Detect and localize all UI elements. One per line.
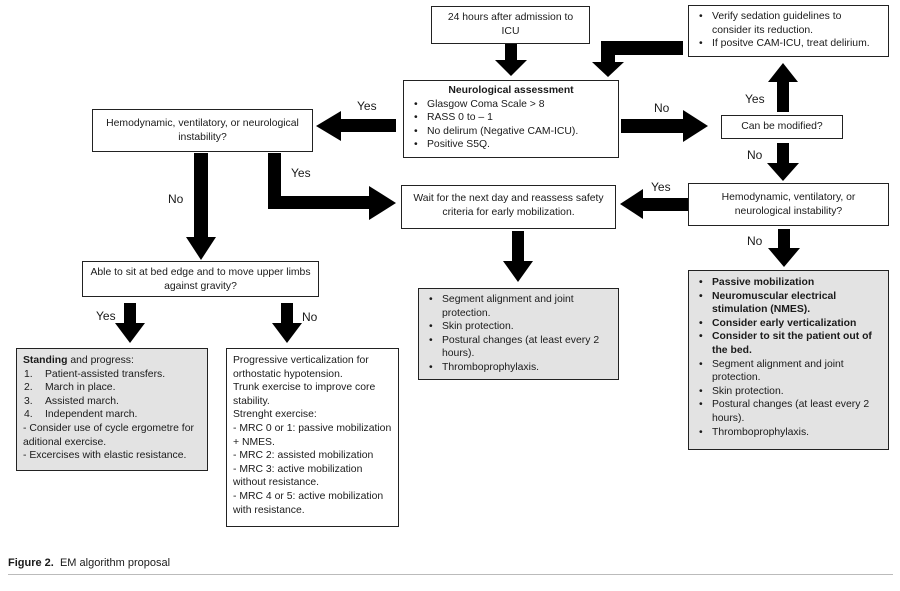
caption-divider xyxy=(8,574,893,575)
left-instability-box: Hemodynamic, ventilatory, or neurologica… xyxy=(92,109,313,152)
can-modify-text: Can be modified? xyxy=(741,121,823,132)
standing-title-bold: Standing xyxy=(23,355,68,366)
arrow-sit-to-progressive xyxy=(272,303,302,343)
arrow-neuro-to-left-instability xyxy=(316,111,396,141)
verify-item: Verify sedation guidelines to consider i… xyxy=(699,10,882,37)
passive-item: Skin protection. xyxy=(699,385,882,399)
label-right-no: No xyxy=(747,234,763,248)
admission-box: 24 hours after admission to ICU xyxy=(431,6,590,44)
figure-caption: Figure 2. EM algorithm proposal xyxy=(8,557,170,569)
progressive-line: Strenght exercise: xyxy=(233,409,317,421)
arrow-admission-to-neuro xyxy=(495,44,527,76)
segment-item: Segment alignment and joint protection. xyxy=(429,293,612,320)
can-modify-box: Can be modified? xyxy=(721,115,843,139)
label-sit-yes: Yes xyxy=(96,309,116,323)
wait-text: Wait for the next day and reassess safet… xyxy=(413,193,604,218)
caption-figure-number: Figure 2. xyxy=(8,557,54,569)
arrow-wait-to-segment xyxy=(503,231,533,282)
verify-list: Verify sedation guidelines to consider i… xyxy=(695,10,882,51)
verify-box: Verify sedation guidelines to consider i… xyxy=(688,5,889,57)
segment-item: Postural changes (at least every 2 hours… xyxy=(429,334,612,361)
passive-item: Postural changes (at least every 2 hours… xyxy=(699,398,882,425)
standing-step: March in place. xyxy=(24,381,116,394)
arrow-verify-to-neuro xyxy=(592,41,683,77)
arrow-left-instability-to-wait xyxy=(268,153,396,220)
progressive-line: Progressive verticalization for orthosta… xyxy=(233,355,369,380)
progressive-line: Trunk exercise to improve core stability… xyxy=(233,382,376,407)
label-right-yes: Yes xyxy=(651,180,671,194)
label-left-yes: Yes xyxy=(291,166,311,180)
label-modify-yes: Yes xyxy=(745,92,765,106)
passive-item: Segment alignment and joint protection. xyxy=(699,358,882,385)
neuro-item: Glasgow Coma Scale > 8 xyxy=(414,98,612,112)
segment-item: Skin protection. xyxy=(429,320,612,334)
neuro-title: Neurological assessment xyxy=(448,85,574,96)
segment-list: Segment alignment and joint protection. … xyxy=(425,293,612,375)
arrow-sit-to-standing xyxy=(115,303,145,343)
standing-steps: Patient-assisted transfers. March in pla… xyxy=(23,368,201,422)
standing-step: Independent march. xyxy=(24,408,138,421)
passive-list: Passive mobilization Neuromuscular elect… xyxy=(695,276,882,439)
segment-item: Thromboprophylaxis. xyxy=(429,361,612,375)
label-neuro-yes: Yes xyxy=(357,99,377,113)
passive-box: Passive mobilization Neuromuscular elect… xyxy=(688,270,889,450)
arrow-left-instability-to-sit xyxy=(186,153,216,260)
verify-item: If positve CAM-ICU, treat delirium. xyxy=(699,37,882,51)
wait-box: Wait for the next day and reassess safet… xyxy=(401,185,616,229)
sit-box: Able to sit at bed edge and to move uppe… xyxy=(82,261,319,297)
label-left-no: No xyxy=(168,192,184,206)
label-sit-no: No xyxy=(302,310,318,324)
label-modify-no: No xyxy=(747,148,763,162)
standing-box: Standing and progress: Patient-assisted … xyxy=(16,348,208,471)
admission-text: 24 hours after admission to ICU xyxy=(447,12,574,37)
neuro-item: No delirum (Negative CAM-ICU). xyxy=(414,125,612,139)
passive-bold-item: Passive mobilization xyxy=(699,276,882,290)
neuro-item: Positive S5Q. xyxy=(414,138,612,152)
standing-step: Assisted march. xyxy=(24,395,119,408)
progressive-line: - MRC 4 or 5: active mobilization with r… xyxy=(233,490,384,516)
standing-note: - Consider use of cycle ergometre for ad… xyxy=(23,422,194,448)
neuro-assessment-box: Neurological assessment Glasgow Coma Sca… xyxy=(403,80,619,158)
passive-bold-item: Consider early verticalization xyxy=(699,317,882,331)
label-neuro-no: No xyxy=(654,101,670,115)
arrow-right-instability-to-passive xyxy=(768,229,800,267)
neuro-list: Glasgow Coma Scale > 8 RASS 0 to – 1 No … xyxy=(410,98,612,152)
progressive-line: - MRC 2: assisted mobilization xyxy=(233,450,374,462)
progressive-box: Progressive verticalization for orthosta… xyxy=(226,348,399,527)
arrow-neuro-to-can-modify xyxy=(621,110,708,142)
arrow-right-instability-to-wait xyxy=(620,189,688,219)
right-instability-text: Hemodynamic, ventilatory, or neurologica… xyxy=(721,192,856,217)
sit-text: Able to sit at bed edge and to move uppe… xyxy=(90,267,311,292)
right-instability-box: Hemodynamic, ventilatory, or neurologica… xyxy=(688,183,889,226)
arrow-can-modify-to-right-instability xyxy=(767,143,799,181)
caption-text: EM algorithm proposal xyxy=(59,557,171,569)
arrow-can-modify-to-verify xyxy=(768,63,798,112)
standing-title: Standing and progress: xyxy=(23,354,201,368)
segment-box: Segment alignment and joint protection. … xyxy=(418,288,619,380)
passive-item: Thromboprophylaxis. xyxy=(699,426,882,440)
passive-bold-item: Consider to sit the patient out of the b… xyxy=(699,330,882,357)
left-instability-text: Hemodynamic, ventilatory, or neurologica… xyxy=(106,118,299,143)
progressive-line: - MRC 3: active mobilization without res… xyxy=(233,463,363,489)
standing-note: - Excercises with elastic resistance. xyxy=(23,450,187,462)
neuro-item: RASS 0 to – 1 xyxy=(414,111,612,125)
passive-bold-item: Neuromuscular electrical stimulation (NM… xyxy=(699,290,882,317)
standing-step: Patient-assisted transfers. xyxy=(24,368,166,381)
standing-title-rest: and progress: xyxy=(67,355,134,366)
progressive-line: - MRC 0 or 1: passive mobilization + NME… xyxy=(233,422,392,448)
